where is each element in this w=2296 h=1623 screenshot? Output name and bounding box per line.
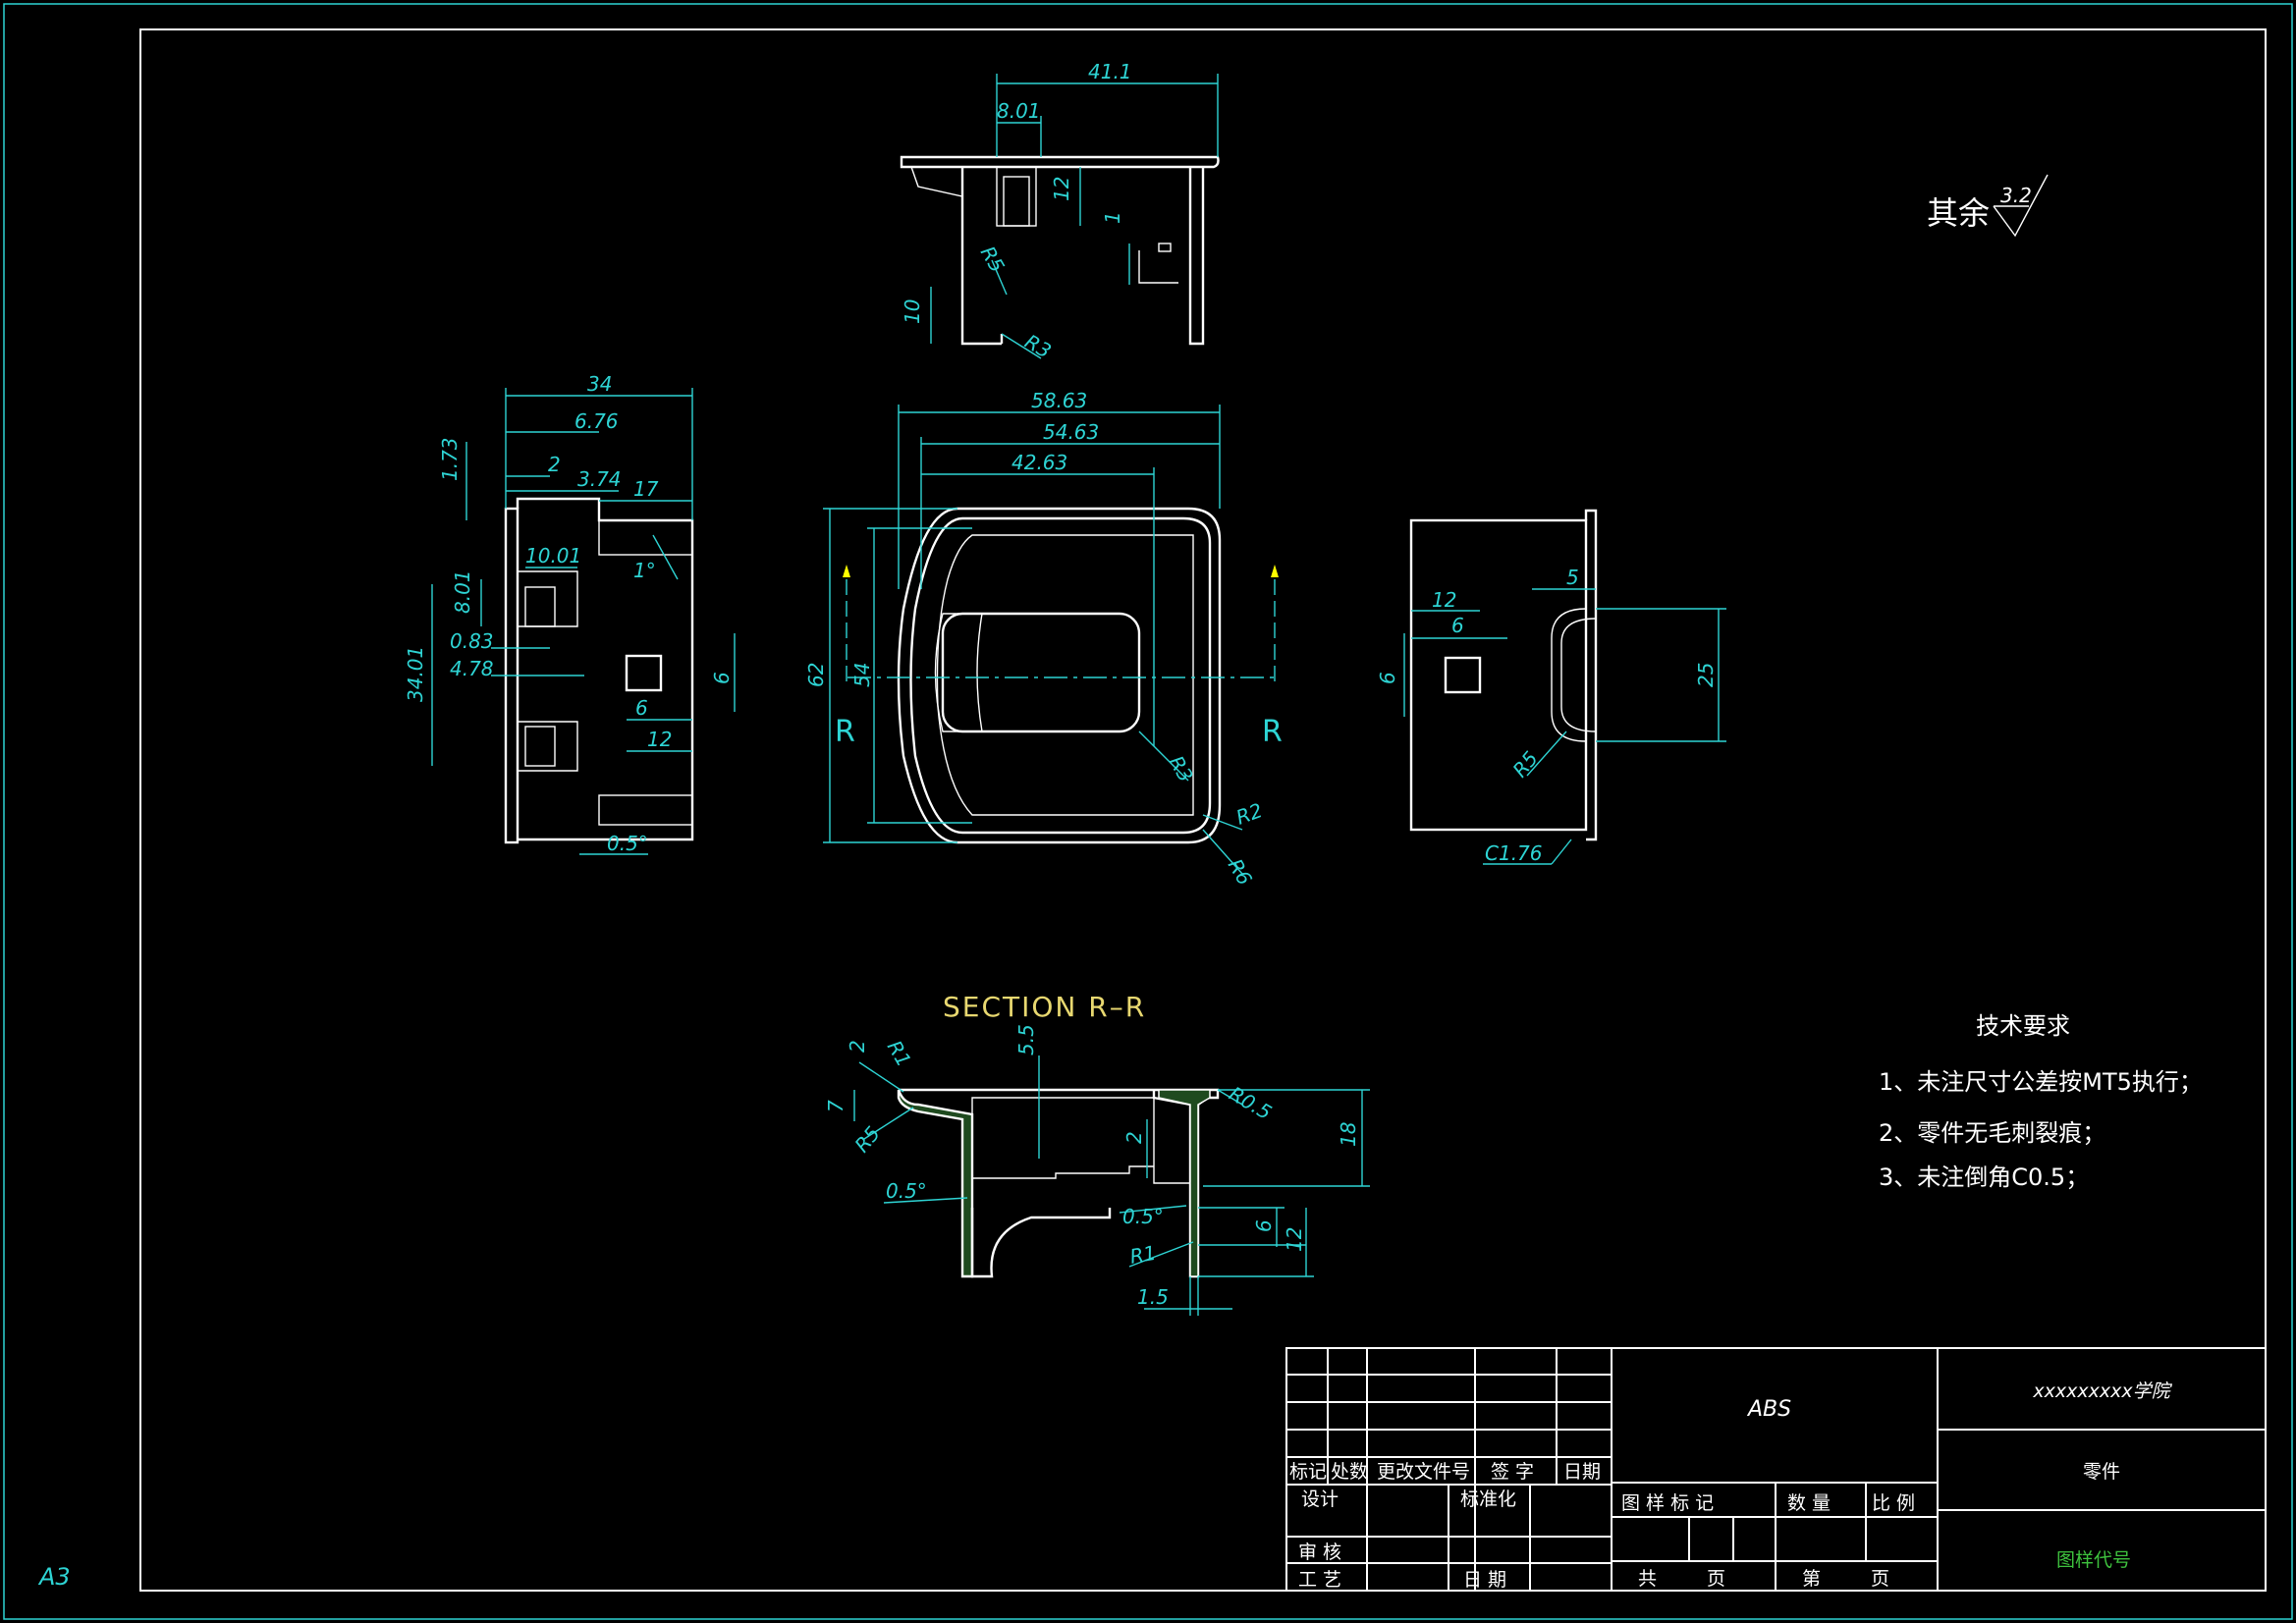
section-dim-7: 7 — [824, 1100, 847, 1112]
right-dim-6-v: 6 — [1376, 672, 1399, 684]
section-dim-2-b: 2 — [1122, 1131, 1146, 1144]
tech-title: 技术要求 — [1976, 1012, 2070, 1040]
right-dim-25: 25 — [1694, 663, 1718, 687]
section-dim-0-5deg-left: 0.5° — [886, 1179, 927, 1203]
tb-sample-mark: 图 样 标 记 — [1621, 1492, 1714, 1514]
left-dim-0-5deg: 0.5° — [607, 832, 648, 855]
tb-process: 工 艺 — [1298, 1569, 1341, 1591]
left-dim-34: 34 — [587, 372, 612, 396]
left-view: 34 6.76 1.73 2 3.74 17 1° 10.01 8.01 0.8… — [404, 372, 736, 855]
section-letter-right: R — [1262, 715, 1283, 749]
section-view: SECTION R–R 2 R1 5.5 7 R5 R0.5 18 2 0.5°… — [824, 991, 1370, 1316]
front-dim-42-63: 42.63 — [1011, 451, 1067, 474]
section-dim-r1-top: R1 — [883, 1037, 916, 1071]
tb-material: ABS — [1746, 1397, 1791, 1422]
top-dim-41-1: 41.1 — [1088, 60, 1132, 83]
left-dim-4-78: 4.78 — [450, 657, 494, 680]
left-dim-2: 2 — [548, 453, 561, 476]
top-dim-10: 10 — [901, 299, 924, 324]
tb-sheet-no: 第 — [1802, 1568, 1821, 1590]
tb-drawing-code: 图样代号 — [2056, 1549, 2131, 1571]
front-dim-r2: R2 — [1233, 798, 1266, 830]
section-dim-6: 6 — [1252, 1219, 1276, 1232]
left-dim-6-h: 6 — [635, 696, 648, 720]
tb-signature: 签 字 — [1491, 1461, 1534, 1483]
tb-count: 处数 — [1331, 1461, 1368, 1483]
right-dim-c1-76: C1.76 — [1485, 841, 1543, 865]
tb-scale: 比 例 — [1872, 1492, 1915, 1514]
right-dim-r5: R5 — [1507, 746, 1542, 782]
left-dim-8-01: 8.01 — [451, 569, 474, 614]
front-dim-54: 54 — [850, 663, 874, 687]
tech-requirements: 技术要求 1、未注尺寸公差按MT5执行； 2、零件无毛刺裂痕； 3、未注倒角C0… — [1879, 1012, 2203, 1191]
roughness-symbol: 其余 3.2 — [1927, 174, 2049, 238]
right-view: 5 12 6 6 25 R5 C1.76 — [1376, 509, 1726, 865]
tb-part-name: 零件 — [2083, 1461, 2120, 1483]
front-dim-r6: R6 — [1224, 855, 1257, 890]
section-dim-0-5deg-right: 0.5° — [1122, 1205, 1164, 1228]
roughness-prefix: 其余 — [1927, 194, 1990, 232]
front-dim-54-63: 54.63 — [1043, 420, 1099, 444]
top-dim-1: 1 — [1101, 211, 1124, 224]
tb-change-doc: 更改文件号 — [1377, 1461, 1470, 1483]
right-dim-6-h: 6 — [1451, 614, 1464, 637]
tb-quantity: 数 量 — [1787, 1492, 1831, 1514]
front-dim-62: 62 — [804, 663, 828, 687]
tb-standardize: 标准化 — [1460, 1488, 1516, 1510]
tb-page2: 页 — [1871, 1568, 1889, 1590]
tb-date: 日 期 — [1463, 1569, 1506, 1591]
top-dim-12: 12 — [1050, 177, 1073, 201]
top-view: 41.1 8.01 12 1 R5 10 R3 — [900, 60, 1220, 363]
tech-item-2: 2、零件无毛刺裂痕； — [1879, 1119, 2105, 1147]
right-dim-12: 12 — [1432, 588, 1456, 612]
front-view: R R 58.63 54.63 42.63 62 54 R3 R2 R6 — [804, 389, 1283, 890]
front-dim-58-63: 58.63 — [1031, 389, 1087, 412]
section-dim-5-5: 5.5 — [1014, 1024, 1038, 1055]
left-dim-0-83: 0.83 — [450, 629, 494, 653]
tb-mark: 标记 — [1289, 1461, 1327, 1483]
section-dim-r5: R5 — [849, 1121, 884, 1157]
section-dim-r1-bottom: R1 — [1128, 1241, 1158, 1269]
section-dim-r0-5: R0.5 — [1226, 1082, 1277, 1125]
section-dim-2: 2 — [846, 1040, 869, 1053]
top-dim-r3: R3 — [1021, 330, 1056, 363]
section-letter-left: R — [835, 715, 855, 749]
left-dim-34-01: 34.01 — [404, 646, 427, 702]
left-dim-10-01: 10.01 — [525, 544, 581, 568]
section-dim-12: 12 — [1283, 1227, 1306, 1252]
top-dim-r5: R5 — [976, 243, 1010, 277]
left-dim-1-73: 1.73 — [438, 437, 462, 481]
tech-item-1: 1、未注尺寸公差按MT5执行； — [1879, 1068, 2203, 1096]
left-dim-1deg: 1° — [633, 559, 656, 582]
tb-design: 设计 — [1301, 1488, 1339, 1510]
sheet-size-label: A3 — [37, 1563, 71, 1591]
left-dim-6-76: 6.76 — [574, 409, 619, 433]
right-dim-5: 5 — [1566, 566, 1579, 589]
tb-review: 审 核 — [1298, 1542, 1341, 1563]
left-dim-12: 12 — [647, 728, 672, 751]
tb-total: 共 — [1638, 1568, 1657, 1590]
left-dim-6-v: 6 — [710, 672, 734, 684]
tb-page: 页 — [1707, 1568, 1725, 1590]
section-dim-18: 18 — [1337, 1122, 1360, 1147]
section-dim-1-5: 1.5 — [1137, 1285, 1169, 1309]
section-title: SECTION R–R — [943, 991, 1146, 1023]
tb-school: xxxxxxxxx学院 — [2032, 1380, 2172, 1402]
roughness-value: 3.2 — [2000, 184, 2032, 207]
tech-item-3: 3、未注倒角C0.5； — [1879, 1163, 2089, 1191]
left-dim-17: 17 — [633, 477, 659, 501]
left-dim-3-74: 3.74 — [577, 467, 622, 491]
sheet-border — [3, 3, 2293, 1620]
drawing-frame — [139, 28, 2267, 1592]
top-dim-8-01: 8.01 — [997, 99, 1041, 123]
title-block: 标记 处数 更改文件号 签 字 日期 设计 标准化 审 核 工 艺 日 期 AB… — [1285, 1347, 2267, 1592]
tb-date-header: 日期 — [1563, 1461, 1601, 1483]
